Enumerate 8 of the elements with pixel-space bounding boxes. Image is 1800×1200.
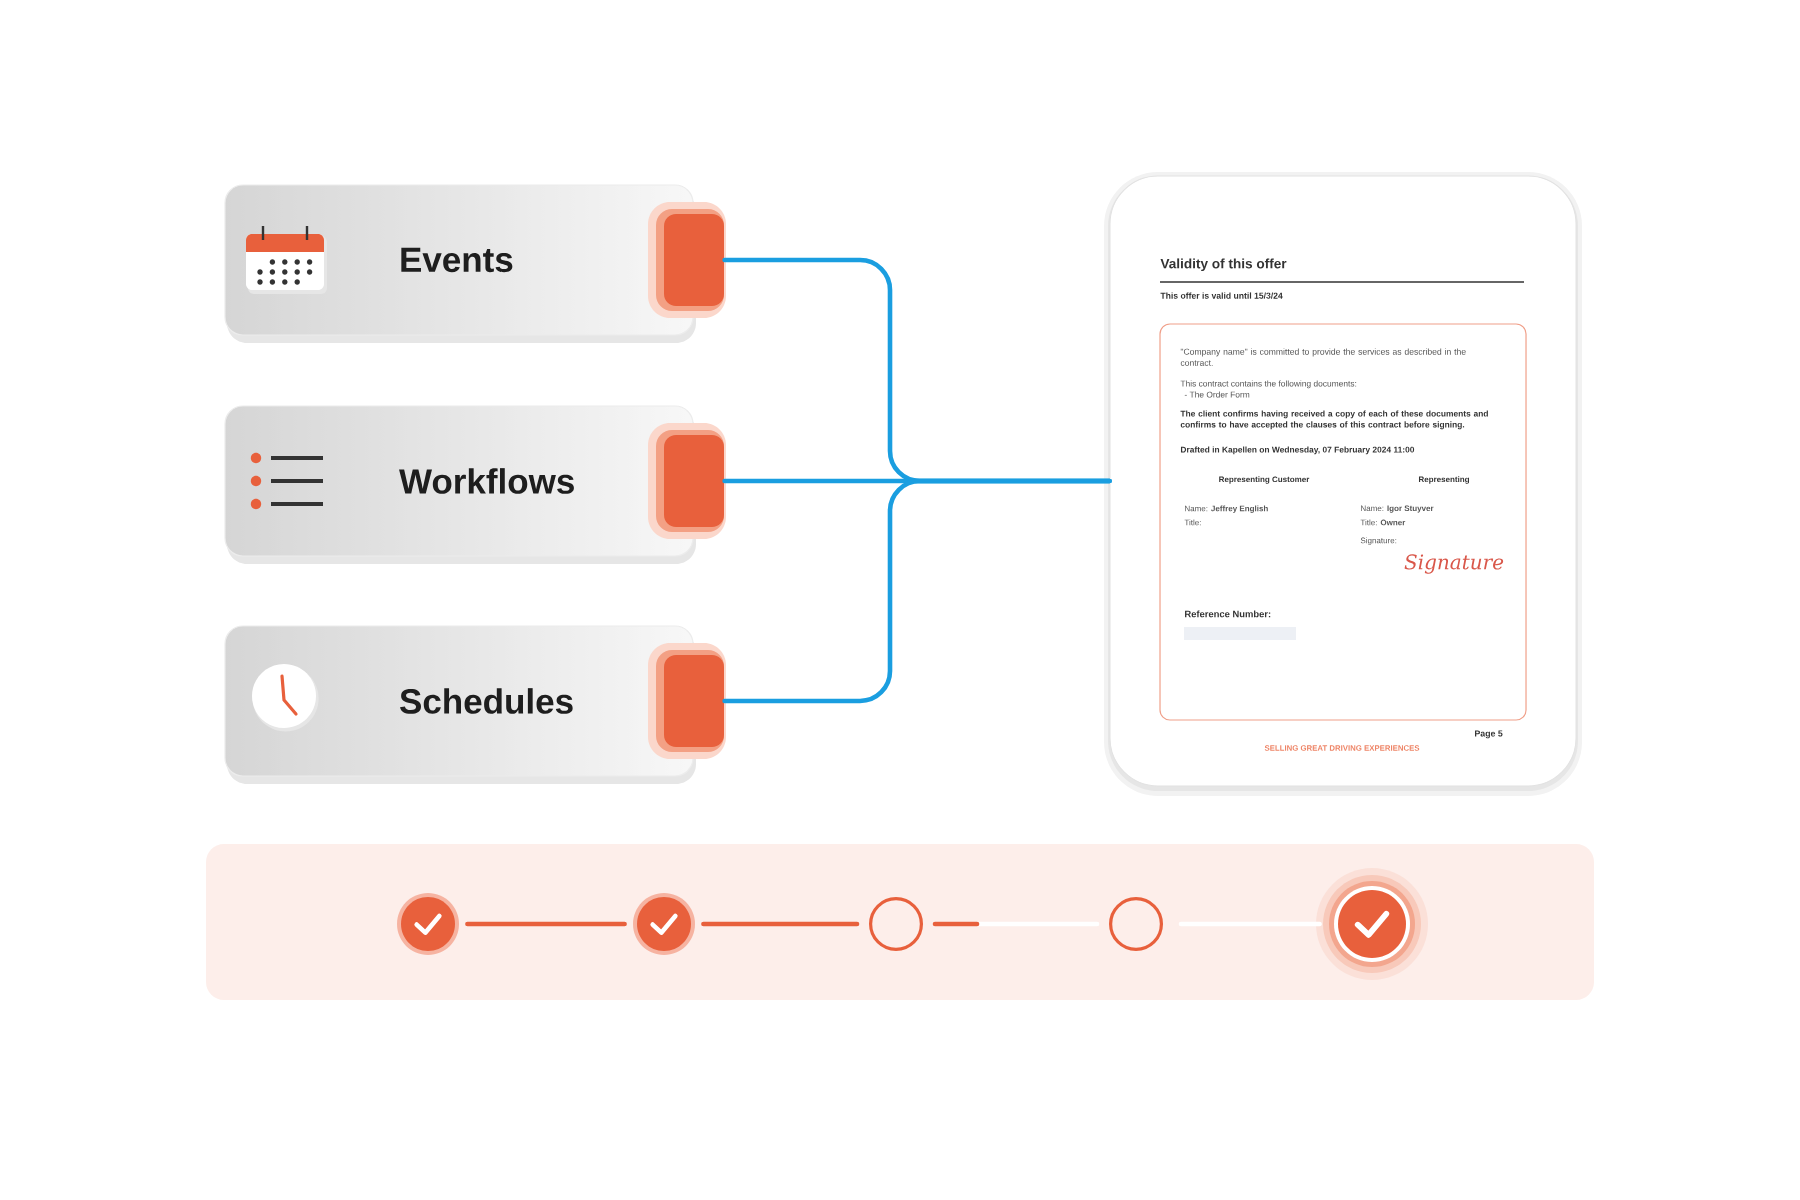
step-circle (869, 897, 923, 951)
card: Workflows (224, 405, 696, 564)
signature: Signature (1404, 554, 1504, 574)
connector-line (722, 478, 1112, 704)
step-circle (1109, 897, 1163, 951)
connector-line (465, 921, 627, 927)
connector-line (701, 921, 860, 927)
connector-line (932, 921, 1100, 927)
